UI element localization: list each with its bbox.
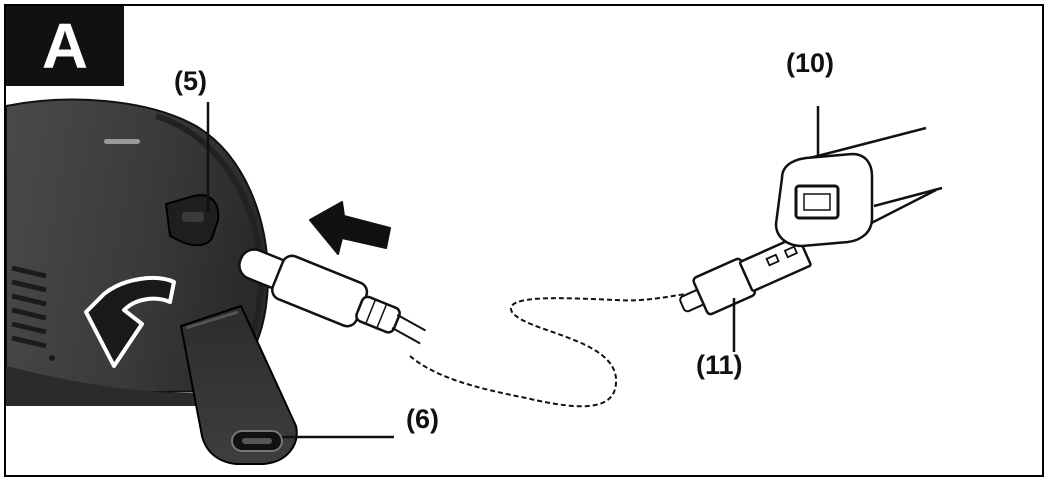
arrow-left-icon <box>309 201 391 255</box>
illustration <box>6 98 943 465</box>
figure-label: A <box>6 6 124 86</box>
usb-c-plug <box>238 248 426 345</box>
vent-grille <box>11 265 47 349</box>
callout-10: (10) <box>786 48 835 78</box>
latch-5 <box>164 102 220 247</box>
usb-charging-figure: A <box>4 4 1044 477</box>
charging-cable <box>409 293 687 408</box>
callout-5: (5) <box>174 66 207 96</box>
port-flap-6 <box>179 304 394 465</box>
curved-arrow-down-icon <box>84 276 176 368</box>
status-led-slot <box>104 139 140 144</box>
usb-a-plug-11 <box>679 235 812 316</box>
usb-adapter-10 <box>774 106 943 248</box>
callout-6: (6) <box>406 404 439 434</box>
callout-11: (11) <box>696 350 743 380</box>
